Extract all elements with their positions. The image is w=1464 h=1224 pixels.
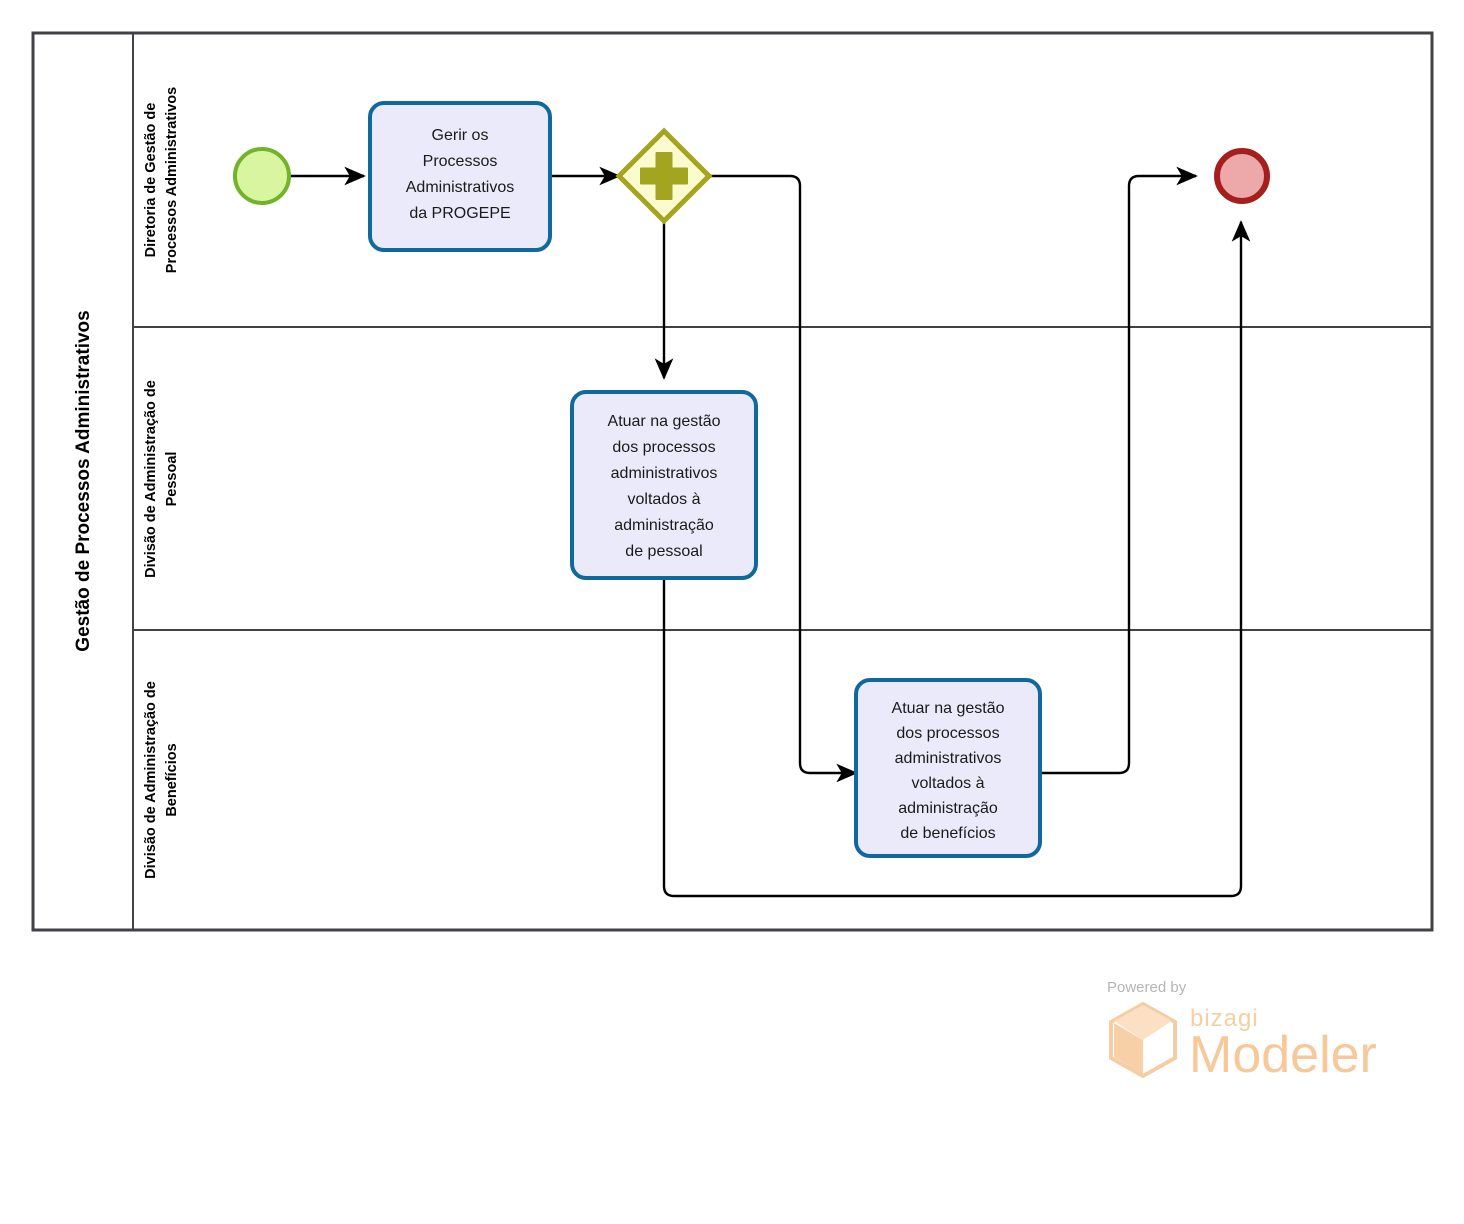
task-gerir-line-2: Processos (423, 153, 498, 170)
task-gerir-line-3: Administrativos (406, 179, 514, 196)
flow-gateway-to-beneficios[interactable] (709, 174, 858, 783)
task-pessoal-line-1: Atuar na gestão (608, 413, 721, 430)
start-event-circle (233, 147, 291, 205)
plus-icon (640, 152, 688, 200)
lane-title-diretoria-line1: Diretoria de Gestão de (143, 103, 159, 258)
task-pessoal-box (570, 390, 758, 580)
flow-pessoal-to-end[interactable] (662, 220, 1251, 898)
lane-title-beneficios-line1: Divisão de Administração de (143, 681, 159, 879)
task-atuar-beneficios[interactable]: Atuar na gestão dos processos administra… (854, 678, 1042, 858)
bizagi-watermark: Powered by bizagi Modeler (1107, 979, 1377, 1084)
task-beneficios-line-3: administrativos (895, 750, 1002, 767)
task-gerir-processos[interactable]: Gerir os Processos Administrativos da PR… (368, 101, 552, 252)
task-gerir-line-1: Gerir os (432, 127, 489, 144)
sequence-flow-layer (290, 166, 1251, 898)
flow-beneficios-to-end[interactable] (1040, 166, 1198, 775)
watermark-powered-by: Powered by (1107, 979, 1187, 996)
lane-title-pessoal-line2: Pessoal (164, 452, 180, 507)
lane-header-beneficios[interactable]: Divisão de Administração de Benefícios D… (0, 0, 180, 879)
task-pessoal-line-6: de pessoal (625, 543, 702, 560)
lane-header-diretoria[interactable]: Diretoria de Gestão de Processos Adminis… (0, 0, 180, 273)
watermark-brand: bizagi (1190, 1005, 1259, 1032)
task-beneficios-box (854, 678, 1042, 858)
end-event-circle (1214, 148, 1270, 204)
task-gerir-box (368, 101, 552, 252)
task-beneficios-line-5: administração (898, 800, 998, 817)
watermark-product: Modeler (1189, 1026, 1377, 1084)
task-pessoal-line-3: administrativos (611, 465, 718, 482)
lane-title-diretoria-line2: Processos Administrativos (164, 87, 180, 273)
task-pessoal-line-4: voltados à (628, 491, 701, 508)
pool-gestao-processos-administrativos[interactable]: Gestão de Processos Administrativos Dire… (0, 0, 1434, 932)
task-gerir-line-4: da PROGEPE (409, 205, 510, 222)
task-beneficios-line-1: Atuar na gestão (892, 700, 1005, 717)
start-event[interactable] (233, 147, 291, 205)
task-beneficios-line-6: de benefícios (900, 825, 995, 842)
task-pessoal-line-5: administração (614, 517, 714, 534)
pool-border (31, 31, 1434, 932)
lane-title-beneficios-line2: Benefícios (164, 743, 180, 816)
task-beneficios-line-2: dos processos (896, 725, 999, 742)
lane-title-pessoal-line1: Divisão de Administração de (143, 380, 159, 578)
lane-header-pessoal[interactable]: Divisão de Administração de Pessoal Divi… (0, 0, 180, 578)
end-event[interactable] (1214, 148, 1270, 204)
task-atuar-pessoal[interactable]: Atuar na gestão dos processos administra… (570, 390, 758, 580)
parallel-gateway[interactable] (615, 127, 713, 225)
pool-title: Gestão de Processos Administrativos (73, 310, 94, 651)
bizagi-logo-icon (1109, 1001, 1177, 1079)
task-pessoal-line-2: dos processos (612, 439, 715, 456)
task-beneficios-line-4: voltados à (912, 775, 985, 792)
